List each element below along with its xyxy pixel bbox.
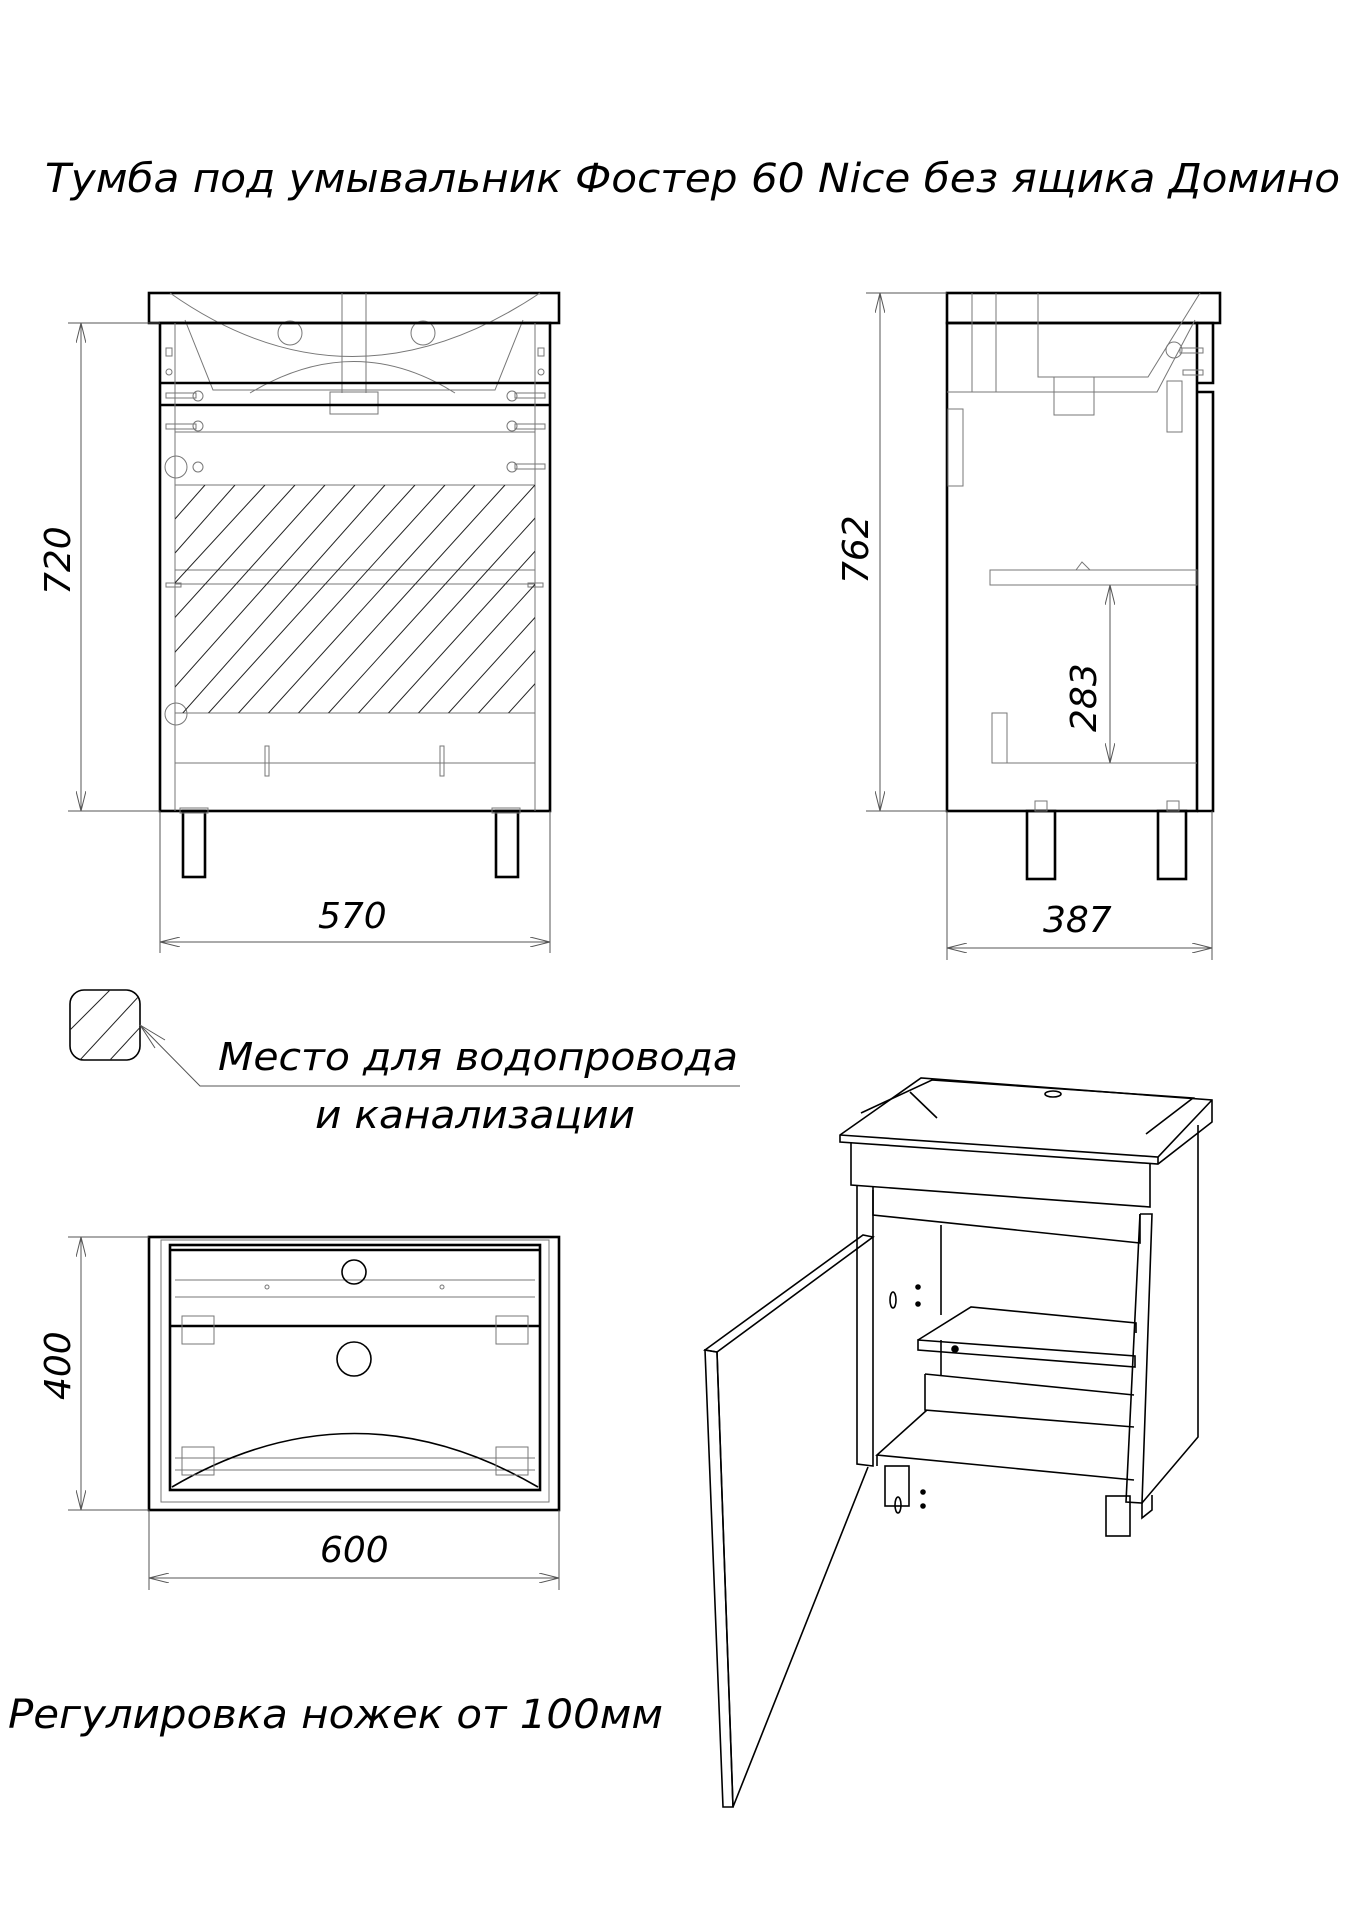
side-depth-dimension: 387 [1043, 900, 1112, 941]
leg-adjustment-note: Регулировка ножек от 100мм [8, 1692, 663, 1738]
top-view: 400 600 [38, 1235, 561, 1590]
front-height-dimension: 720 [38, 526, 79, 595]
legend-line-1: Место для водопровода [218, 1035, 738, 1079]
plumbing-legend: Место для водопровода и канализации [69, 989, 740, 1137]
front-width-dimension: 570 [318, 896, 387, 937]
isometric-view [702, 1077, 1213, 1808]
side-height-dimension: 762 [836, 515, 877, 584]
drawing-title: Тумба под умывальник Фостер 60 Nice без … [45, 156, 1340, 202]
side-view: 762 283 387 [836, 291, 1222, 960]
shelf-height-dimension: 283 [1064, 663, 1105, 732]
plumbing-zone-hatch [175, 485, 535, 713]
top-width-dimension: 600 [320, 1530, 389, 1571]
top-depth-dimension: 400 [38, 1331, 79, 1400]
front-view: 720 570 [38, 291, 561, 953]
legend-line-2: и канализации [315, 1093, 635, 1137]
